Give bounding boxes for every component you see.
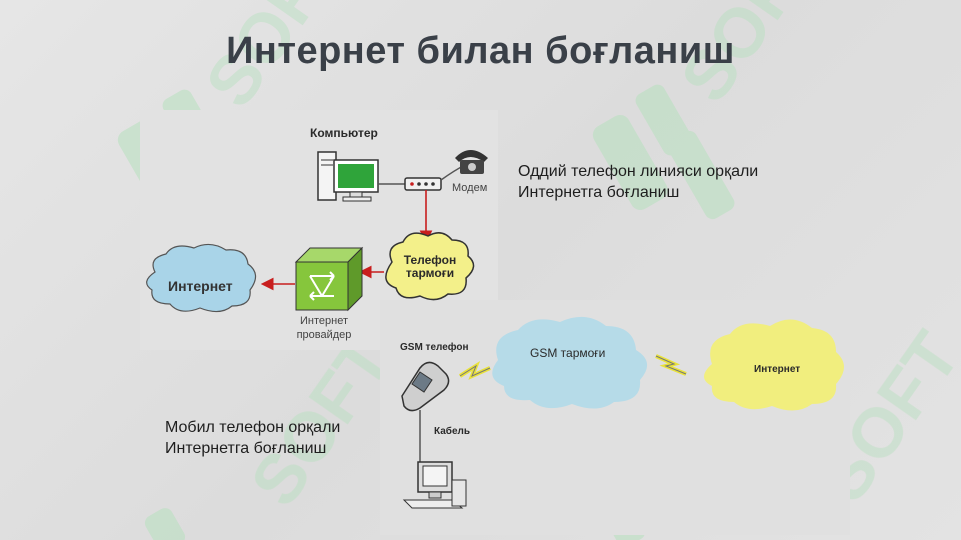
slide-title: Интернет билан боғланиш [226,30,735,72]
phone-line-caption: Оддий телефон линияси орқали Интернетга … [518,163,759,201]
telephone-icon [455,150,488,174]
computer-icon [317,151,379,202]
internet-cloud-right [704,319,844,411]
gsm-network-label: GSM тармоғи [530,346,606,360]
phone-network-cloud [385,232,475,301]
modem-label: Модем [452,182,488,194]
internet-cloud-left [146,243,257,313]
internet-label-right: Интернет [754,364,801,375]
phone-network-label: Телефон тармоғи [403,253,457,280]
computer-label: Компьютер [310,126,378,140]
modem-icon [404,177,442,191]
mobile-caption: Мобил телефон орқали Интернетга боғланиш [165,419,341,457]
gsm-network-cloud [492,316,648,409]
mobile-phone-icon [401,361,450,412]
internet-label-left: Интернет [168,278,233,294]
computer-icon-mobile [402,461,467,509]
provider-cube-icon [294,246,364,312]
cable-label: Кабель [434,426,471,437]
watermark-logo-right [592,84,735,220]
gsm-phone-label: GSM телефон [400,342,469,353]
provider-label: Интернет провайдер [296,315,352,341]
